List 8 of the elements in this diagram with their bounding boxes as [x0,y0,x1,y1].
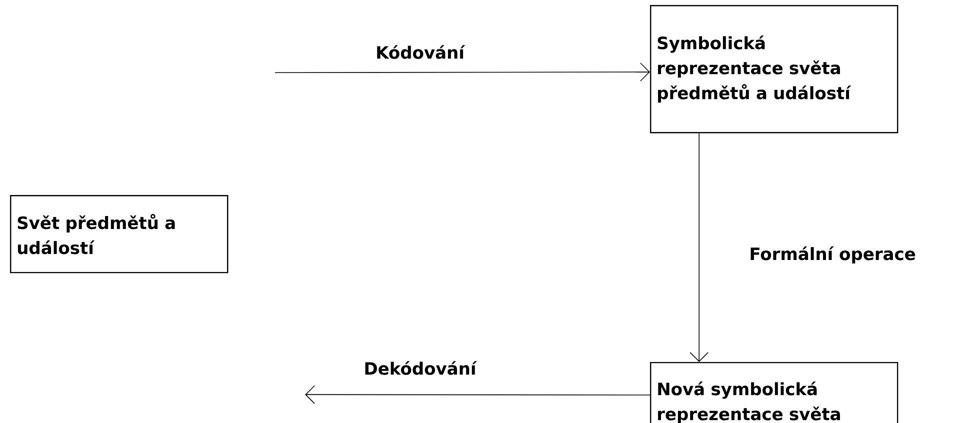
arrow [690,132,708,362]
text-box: Svět předmětů a událostí [10,195,228,274]
edge-label: Kódování [377,45,466,59]
edge-label: Formální operace [750,246,916,264]
arrow [305,385,650,404]
text-box: Symbolická reprezentace světa předmětů a událostí [650,5,898,134]
arrow [274,62,650,82]
edge-label: Dekódování [365,361,478,375]
